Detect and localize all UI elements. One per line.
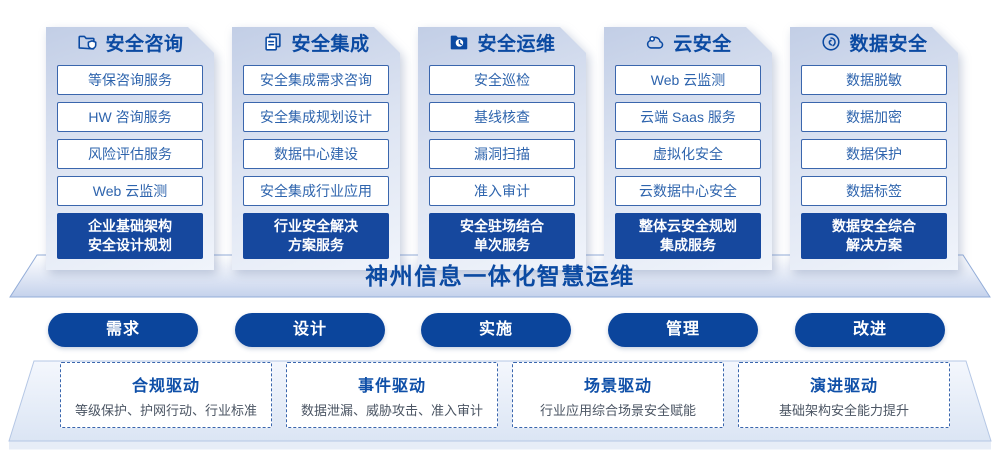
driver-title: 演进驱动 bbox=[809, 377, 878, 395]
process-step-management: 管理 bbox=[608, 313, 758, 347]
service-item: 数据脱敏 bbox=[801, 65, 947, 95]
highlight-line: 行业安全解决 bbox=[274, 218, 358, 235]
banner-title: 神州信息一体化智慧运维 bbox=[365, 263, 635, 289]
folder-clock-icon bbox=[448, 31, 470, 53]
service-item: 数据中心建设 bbox=[243, 139, 389, 169]
card-body: 安全咨询 等保咨询服务 HW 咨询服务 风险评估服务 Web 云监测 企业基础架… bbox=[46, 27, 214, 270]
driver-title: 事件驱动 bbox=[357, 377, 426, 395]
cloud-user-icon bbox=[644, 31, 666, 53]
card-security-operations: 安全运维 安全巡检 基线核查 漏洞扫描 准入审计 安全驻场结合 单次服务 bbox=[418, 10, 586, 253]
card-header: 数据安全 bbox=[801, 27, 947, 57]
service-item: HW 咨询服务 bbox=[57, 102, 203, 132]
service-item: 云端 Saas 服务 bbox=[615, 102, 761, 132]
card-header: 安全咨询 bbox=[57, 27, 203, 57]
highlight-line: 整体云安全规划 bbox=[639, 218, 737, 235]
highlight-service: 安全驻场结合 单次服务 bbox=[429, 213, 575, 259]
process-step-improvement: 改进 bbox=[795, 313, 945, 347]
service-item: 安全集成规划设计 bbox=[243, 102, 389, 132]
card-title: 安全咨询 bbox=[105, 33, 184, 55]
highlight-service: 数据安全综合 解决方案 bbox=[801, 213, 947, 259]
driver-desc: 等级保护、护网行动、行业标准 bbox=[74, 402, 257, 418]
process-step-design: 设计 bbox=[235, 313, 385, 347]
process-step-requirements: 需求 bbox=[48, 313, 198, 347]
service-item: 等保咨询服务 bbox=[57, 65, 203, 95]
driver-desc: 数据泄漏、威胁攻击、准入审计 bbox=[300, 402, 483, 418]
highlight-service: 企业基础架构 安全设计规划 bbox=[57, 213, 203, 259]
highlight-line: 安全驻场结合 bbox=[460, 218, 544, 235]
card-title: 数据安全 bbox=[849, 33, 928, 55]
service-item: Web 云监测 bbox=[615, 65, 761, 95]
highlight-line: 解决方案 bbox=[846, 237, 902, 253]
process-step-implementation: 实施 bbox=[421, 313, 571, 347]
highlight-line: 安全设计规划 bbox=[88, 237, 172, 253]
service-item: 安全巡检 bbox=[429, 65, 575, 95]
service-item: 基线核查 bbox=[429, 102, 575, 132]
driver-desc: 行业应用综合场景安全赋能 bbox=[539, 402, 696, 418]
service-item: 虚拟化安全 bbox=[615, 139, 761, 169]
card-security-consulting: 安全咨询 等保咨询服务 HW 咨询服务 风险评估服务 Web 云监测 企业基础架… bbox=[46, 10, 214, 253]
highlight-service: 行业安全解决 方案服务 bbox=[243, 213, 389, 259]
card-body: 数据安全 数据脱敏 数据加密 数据保护 数据标签 数据安全综合 解决方案 bbox=[790, 27, 958, 270]
service-item: 安全集成行业应用 bbox=[243, 176, 389, 206]
highlight-line: 集成服务 bbox=[660, 237, 716, 253]
service-item: Web 云监测 bbox=[57, 176, 203, 206]
service-item: 数据保护 bbox=[801, 139, 947, 169]
folder-shield-icon bbox=[76, 31, 98, 53]
card-body: 云安全 Web 云监测 云端 Saas 服务 虚拟化安全 云数据中心安全 整体云… bbox=[604, 27, 772, 270]
platform-front-edge bbox=[9, 441, 991, 450]
card-body: 安全集成 安全集成需求咨询 安全集成规划设计 数据中心建设 安全集成行业应用 行… bbox=[232, 27, 400, 270]
highlight-line: 企业基础架构 bbox=[88, 218, 172, 235]
card-title: 云安全 bbox=[673, 33, 732, 55]
card-title: 安全运维 bbox=[477, 33, 556, 55]
highlight-line: 方案服务 bbox=[288, 237, 344, 253]
driver-title: 场景驱动 bbox=[583, 377, 652, 395]
card-body: 安全运维 安全巡检 基线核查 漏洞扫描 准入审计 安全驻场结合 单次服务 bbox=[418, 27, 586, 270]
highlight-service: 整体云安全规划 集成服务 bbox=[615, 213, 761, 259]
card-header: 安全运维 bbox=[429, 27, 575, 57]
driver-compliance: 合规驱动 等级保护、护网行动、行业标准 bbox=[60, 362, 272, 428]
driver-evolution: 演进驱动 基础架构安全能力提升 bbox=[738, 362, 950, 428]
card-header: 云安全 bbox=[615, 27, 761, 57]
service-item: 数据标签 bbox=[801, 176, 947, 206]
highlight-line: 单次服务 bbox=[474, 237, 530, 253]
card-security-integration: 安全集成 安全集成需求咨询 安全集成规划设计 数据中心建设 安全集成行业应用 行… bbox=[232, 10, 400, 253]
service-item: 安全集成需求咨询 bbox=[243, 65, 389, 95]
driver-title: 合规驱动 bbox=[131, 377, 200, 395]
card-data-security: 数据安全 数据脱敏 数据加密 数据保护 数据标签 数据安全综合 解决方案 bbox=[790, 10, 958, 253]
fingerprint-icon bbox=[820, 31, 842, 53]
driver-desc: 基础架构安全能力提升 bbox=[778, 402, 909, 418]
card-header: 安全集成 bbox=[243, 27, 389, 57]
highlight-line: 数据安全综合 bbox=[832, 218, 916, 235]
copy-document-icon bbox=[262, 31, 284, 53]
service-item: 准入审计 bbox=[429, 176, 575, 206]
driver-scenario: 场景驱动 行业应用综合场景安全赋能 bbox=[512, 362, 724, 428]
service-item: 漏洞扫描 bbox=[429, 139, 575, 169]
service-item: 风险评估服务 bbox=[57, 139, 203, 169]
card-cloud-security: 云安全 Web 云监测 云端 Saas 服务 虚拟化安全 云数据中心安全 整体云… bbox=[604, 10, 772, 253]
card-title: 安全集成 bbox=[291, 33, 370, 55]
service-item: 云数据中心安全 bbox=[615, 176, 761, 206]
service-item: 数据加密 bbox=[801, 102, 947, 132]
driver-event: 事件驱动 数据泄漏、威胁攻击、准入审计 bbox=[286, 362, 498, 428]
